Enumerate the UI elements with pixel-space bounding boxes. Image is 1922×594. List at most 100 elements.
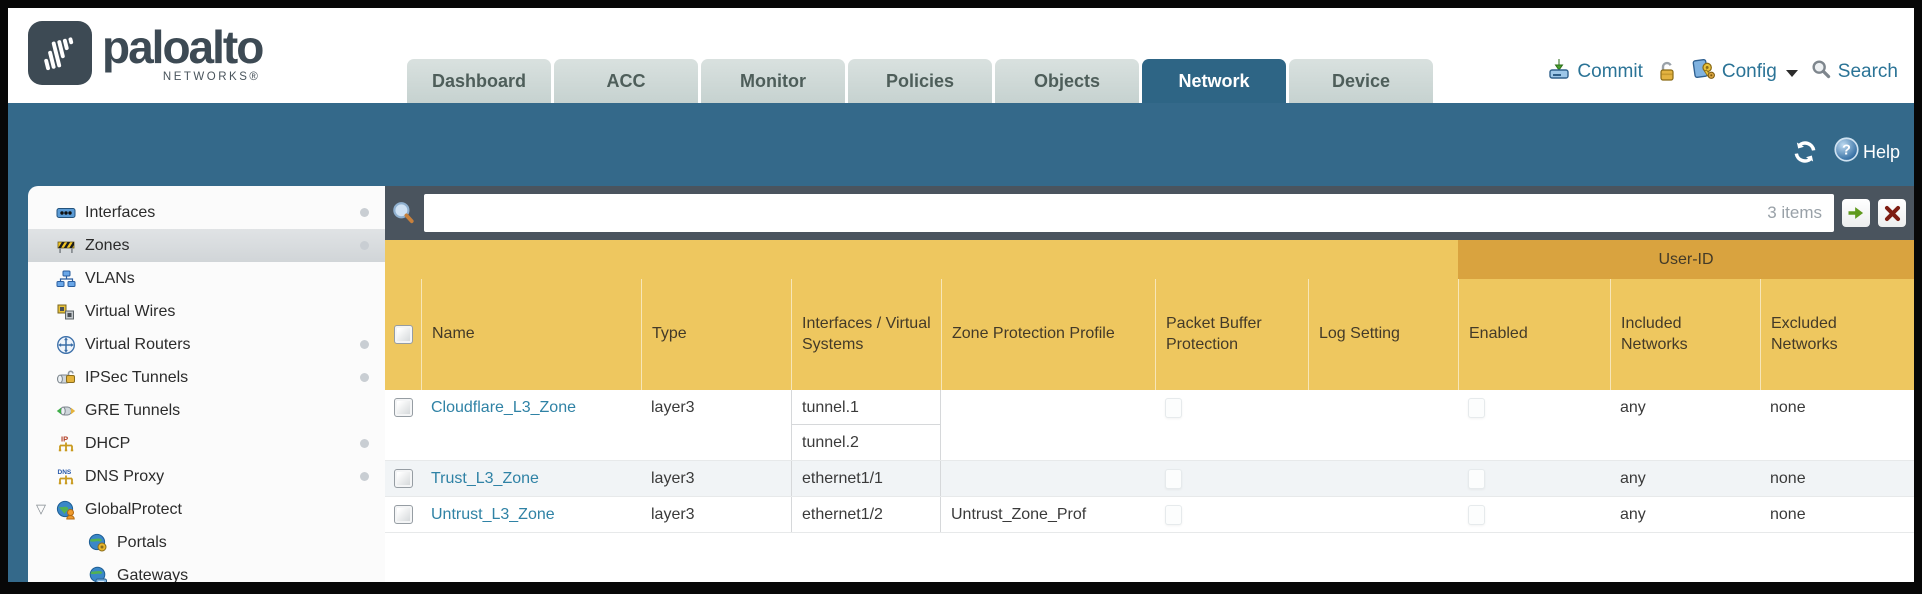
sidebar-item-ipsec-tunnels[interactable]: IPSec Tunnels <box>28 361 385 394</box>
sidebar-item-label: DNS Proxy <box>85 467 165 485</box>
paloalto-logo-icon <box>28 21 92 85</box>
excluded-networks-cell: none <box>1770 506 1806 523</box>
column-header-log-setting[interactable]: Log Setting <box>1308 279 1458 390</box>
row-select-cell <box>385 497 421 532</box>
apply-filter-button[interactable] <box>1842 199 1870 227</box>
sidebar-item-dhcp[interactable]: IP DHCP <box>28 427 385 460</box>
column-header-interfaces-virtual-systems[interactable]: Interfaces / Virtual Systems <box>791 279 941 390</box>
tab-dashboard[interactable]: Dashboard <box>407 59 551 103</box>
refresh-icon <box>1794 141 1816 163</box>
zone-type-cell: layer3 <box>651 470 695 487</box>
column-header-enabled[interactable]: Enabled <box>1458 279 1610 390</box>
zone-type-cell: layer3 <box>651 399 695 416</box>
packet-buffer-protection-checkbox[interactable] <box>1165 398 1182 418</box>
packet-buffer-protection-cell <box>1155 497 1308 532</box>
gateways-icon <box>88 566 108 582</box>
sidebar-item-dot <box>360 340 369 349</box>
expander-triangle-icon[interactable]: ▽ <box>36 501 46 516</box>
sidebar-item-label: DHCP <box>85 434 131 452</box>
sidebar-item-portals[interactable]: Portals <box>28 526 385 559</box>
sidebar-item-dot <box>360 241 369 250</box>
sidebar-item-label: Gateways <box>117 566 189 583</box>
sidebar-item-label: Portals <box>117 533 167 551</box>
globalprotect-icon <box>56 500 76 520</box>
user-id-enabled-cell <box>1458 497 1610 532</box>
filter-input[interactable] <box>424 204 1834 222</box>
refresh-button[interactable] <box>1792 139 1818 165</box>
interface-entry: ethernet1/1 <box>802 470 883 487</box>
sidebar-item-virtual-wires[interactable]: Virtual Wires <box>28 295 385 328</box>
tab-objects[interactable]: Objects <box>995 59 1139 103</box>
tab-device[interactable]: Device <box>1289 59 1433 103</box>
packet-buffer-protection-checkbox[interactable] <box>1165 505 1182 525</box>
sidebar-item-interfaces[interactable]: Interfaces <box>28 196 385 229</box>
zone-protection-profile-cell: Untrust_Zone_Prof <box>951 506 1087 523</box>
left-teal-strip <box>8 186 28 582</box>
commit-button[interactable]: Commit <box>1547 57 1643 87</box>
portals-icon <box>88 533 108 553</box>
select-all-checkbox[interactable] <box>393 325 413 344</box>
config-icon <box>1691 56 1716 87</box>
sidebar-item-label: IPSec Tunnels <box>85 368 189 386</box>
sidebar-item-zones[interactable]: Zones <box>28 229 385 262</box>
sidebar-item-gre-tunnels[interactable]: GRE Tunnels <box>28 394 385 427</box>
sidebar-item-virtual-routers[interactable]: Virtual Routers <box>28 328 385 361</box>
user-id-enabled-checkbox[interactable] <box>1468 469 1485 489</box>
filter-input-box: 3 items <box>424 194 1834 232</box>
user-id-enabled-checkbox[interactable] <box>1468 505 1485 525</box>
column-header-name[interactable]: Name <box>421 279 641 390</box>
sidebar-item-label: Zones <box>85 236 130 254</box>
svg-text:IP: IP <box>61 434 68 443</box>
row-checkbox[interactable] <box>393 469 413 488</box>
sidebar-item-globalprotect[interactable]: ▽GlobalProtect <box>28 493 385 526</box>
interface-entry: tunnel.1 <box>792 390 940 425</box>
tab-policies[interactable]: Policies <box>848 59 992 103</box>
row-select-cell <box>385 390 421 460</box>
included-networks-cell: any <box>1620 399 1646 416</box>
help-icon: ? <box>1834 137 1859 167</box>
tab-network[interactable]: Network <box>1142 59 1286 103</box>
tab-acc[interactable]: ACC <box>554 59 698 103</box>
column-header-excluded-networks[interactable]: Excluded Networks <box>1760 279 1914 390</box>
zone-name-link[interactable]: Untrust_L3_Zone <box>431 506 555 523</box>
config-menu[interactable]: Config <box>1691 56 1798 87</box>
row-checkbox[interactable] <box>393 398 413 417</box>
sidebar-item-gateways[interactable]: Gateways <box>28 559 385 582</box>
search-button[interactable]: Search <box>1810 58 1898 86</box>
commit-icon <box>1547 57 1571 87</box>
column-header-type[interactable]: Type <box>641 279 791 390</box>
dhcp-icon: IP <box>56 434 76 454</box>
sidebar-item-dot <box>360 472 369 481</box>
gre-tunnels-icon <box>56 401 76 421</box>
filter-bar: 3 items <box>385 186 1914 240</box>
user-id-enabled-checkbox[interactable] <box>1468 398 1485 418</box>
sidebar-item-dot <box>360 208 369 217</box>
tab-monitor[interactable]: Monitor <box>701 59 845 103</box>
column-header-packet-buffer-protection[interactable]: Packet Buffer Protection <box>1155 279 1308 390</box>
sidebar-item-label: Interfaces <box>85 203 156 221</box>
virtual-wires-icon <box>56 302 76 322</box>
sidebar-item-dot <box>360 373 369 382</box>
help-button[interactable]: ? Help <box>1834 137 1900 167</box>
search-icon <box>1810 58 1832 86</box>
excluded-networks-cell: none <box>1770 399 1806 416</box>
row-checkbox[interactable] <box>393 505 413 524</box>
sidebar-item-label: Virtual Wires <box>85 302 176 320</box>
column-header-zone-protection-profile[interactable]: Zone Protection Profile <box>941 279 1155 390</box>
column-header-included-networks[interactable]: Included Networks <box>1610 279 1760 390</box>
sidebar-item-dot <box>360 439 369 448</box>
clear-filter-button[interactable] <box>1878 199 1906 227</box>
interface-entry: tunnel.2 <box>802 434 859 451</box>
zone-name-link[interactable]: Cloudflare_L3_Zone <box>431 399 576 416</box>
packet-buffer-protection-checkbox[interactable] <box>1165 469 1182 489</box>
zones-icon <box>56 236 76 256</box>
zone-name-link[interactable]: Trust_L3_Zone <box>431 470 539 487</box>
sidebar-item-vlans[interactable]: VLANs <box>28 262 385 295</box>
lock-icon[interactable] <box>1655 60 1679 84</box>
